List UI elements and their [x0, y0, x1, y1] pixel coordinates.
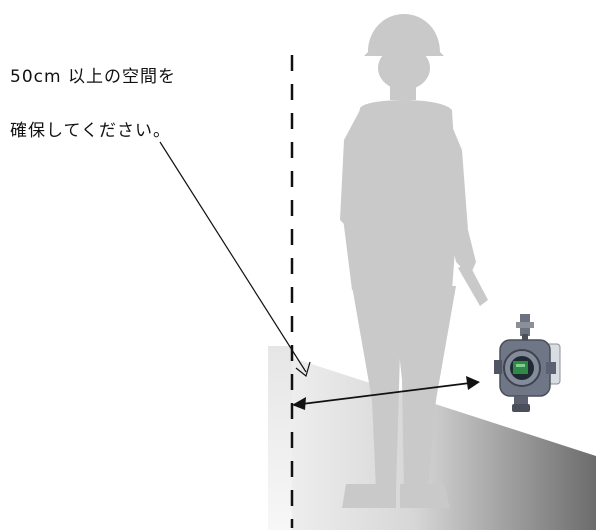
double-arrow-icon: [292, 376, 480, 410]
leader-line: [159, 141, 307, 373]
leader-arrow-tip: [295, 361, 311, 378]
gas-detector-icon: [494, 314, 561, 412]
worker-silhouette-icon: [340, 14, 488, 508]
caption-line-2: 確保してください。: [10, 121, 171, 141]
caption-line-1: 50cm 以上の空間を: [10, 67, 176, 87]
